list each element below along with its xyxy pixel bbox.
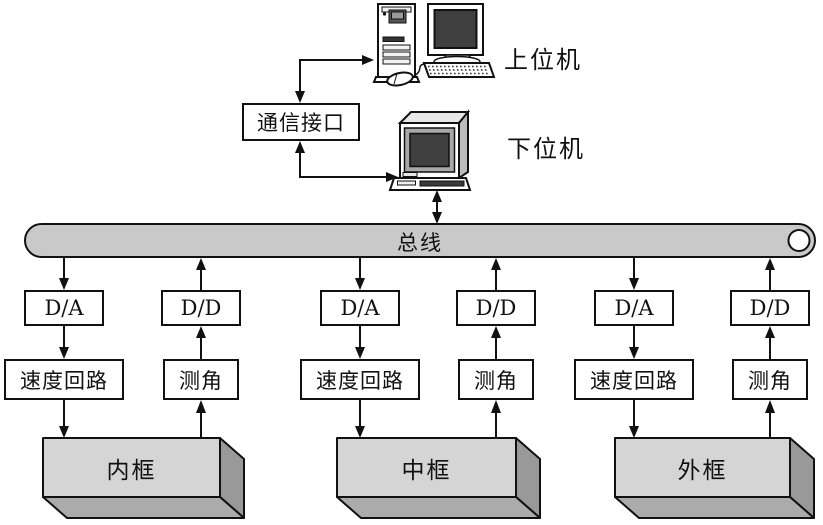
speed-loop-node-2: 速度回路: [300, 359, 420, 400]
bus-end-cap: [787, 229, 811, 252]
comm-interface-node: 通信接口: [242, 103, 360, 141]
dd-node-2: D/D: [456, 290, 536, 326]
da-node-3: D/A: [594, 290, 674, 326]
terminal-computer-icon: [388, 109, 472, 191]
bus-label: 总线: [397, 231, 443, 255]
angle-measure-node-1: 测角: [163, 359, 239, 400]
inner-frame-block: [42, 437, 245, 519]
middle-frame-block: [336, 437, 541, 519]
comm-to-lower-computer-connector: [295, 141, 398, 182]
outer-frame-label: 外框: [677, 457, 728, 484]
desktop-computer-icon: [372, 3, 496, 87]
dd-node-3: D/D: [730, 290, 810, 326]
column-4-up-arrows: [491, 258, 501, 438]
lower-computer-label: 下位机: [507, 135, 585, 163]
column-6-up-arrows: [765, 258, 775, 438]
speed-loop-node-3: 速度回路: [574, 359, 694, 400]
middle-frame-label: 中框: [401, 457, 452, 484]
dd-node-1: D/D: [161, 290, 241, 326]
column-5-down-arrows: [629, 258, 639, 438]
da-node-1: D/A: [24, 290, 104, 326]
inner-frame-label: 内框: [106, 457, 157, 484]
comm-to-upper-computer-connector: [295, 55, 374, 103]
angle-measure-node-3: 测角: [732, 359, 808, 400]
speed-loop-node-1: 速度回路: [4, 359, 124, 400]
angle-measure-node-2: 测角: [458, 359, 534, 400]
upper-computer-label: 上位机: [504, 46, 582, 74]
bus-bar: [24, 223, 816, 258]
column-2-up-arrows: [196, 258, 206, 438]
outer-frame-block: [614, 437, 815, 519]
column-3-down-arrows: [355, 258, 365, 438]
da-node-2: D/A: [320, 290, 400, 326]
column-1-down-arrows: [59, 258, 69, 438]
lower-computer-to-bus-connector: [432, 190, 442, 224]
